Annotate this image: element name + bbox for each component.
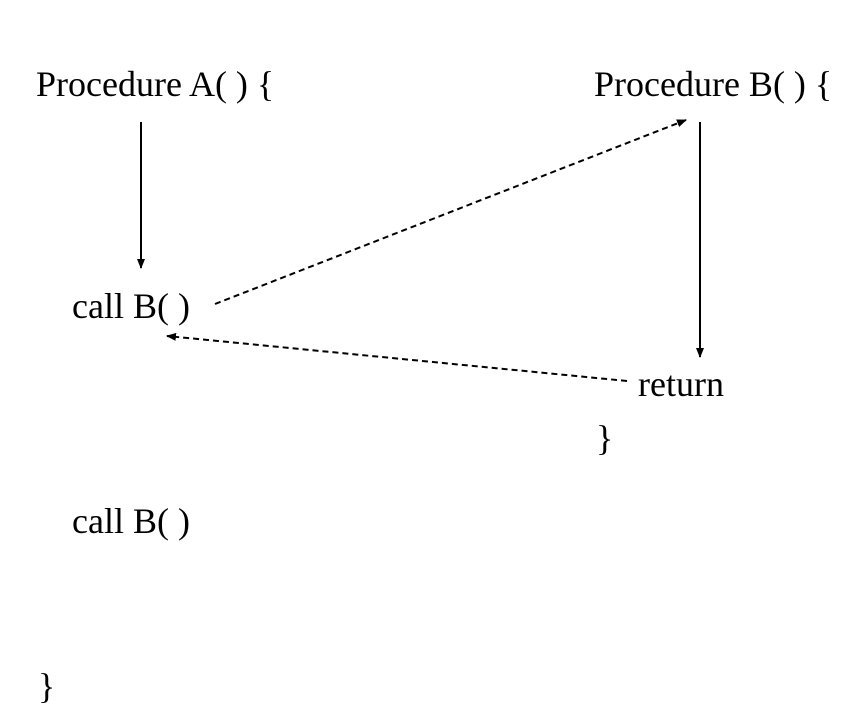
- procedure-a-close-brace: }: [38, 666, 56, 706]
- procedure-b-return: return: [638, 364, 724, 404]
- procedure-a-header: Procedure A( ) {: [36, 64, 275, 104]
- procedure-a-second-call: call B( ): [72, 501, 190, 541]
- procedure-b-close-brace: }: [596, 418, 614, 458]
- procedure-a-first-call: call B( ): [72, 286, 190, 326]
- return-dashed-arrow: [166, 332, 628, 382]
- procedure-b-header: Procedure B( ) {: [594, 64, 833, 104]
- call-dashed-arrow: [214, 119, 687, 305]
